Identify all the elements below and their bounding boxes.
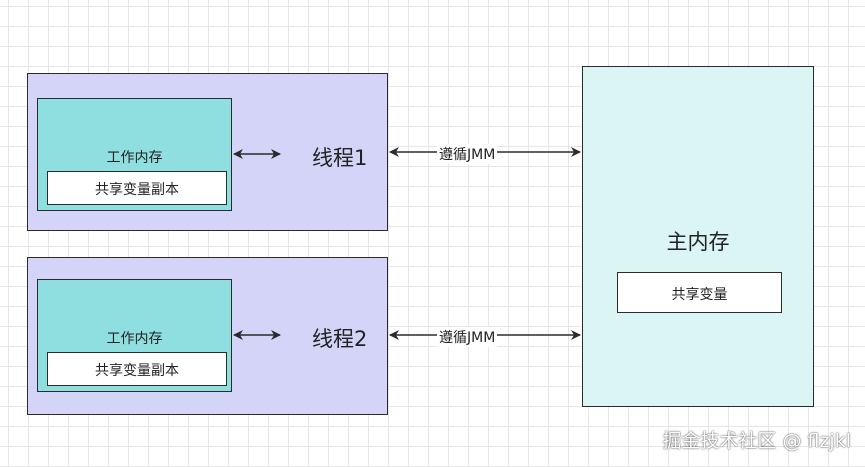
shared-variable-box xyxy=(617,272,782,313)
thread-2-work-memory-label: 工作内存 xyxy=(106,331,163,347)
thread-2-jmm-label: 遵循JMM xyxy=(437,327,498,347)
thread-2-copy-label: 共享变量副本 xyxy=(95,363,179,379)
main-memory-title: 主内存 xyxy=(666,230,730,254)
thread-2-copy-box xyxy=(47,352,227,386)
main-memory-box xyxy=(582,66,814,407)
thread-1-copy-box xyxy=(47,171,227,205)
thread-1-copy-label: 共享变量副本 xyxy=(95,182,179,198)
watermark: 掘金技术社区 @ flzjkl xyxy=(662,430,851,452)
thread-2-name: 线程2 xyxy=(312,327,368,351)
shared-variable-label: 共享变量 xyxy=(671,287,728,303)
thread-1-jmm-label: 遵循JMM xyxy=(437,144,498,164)
thread-1-name: 线程1 xyxy=(312,146,368,170)
thread-1-work-memory-label: 工作内存 xyxy=(106,150,163,166)
